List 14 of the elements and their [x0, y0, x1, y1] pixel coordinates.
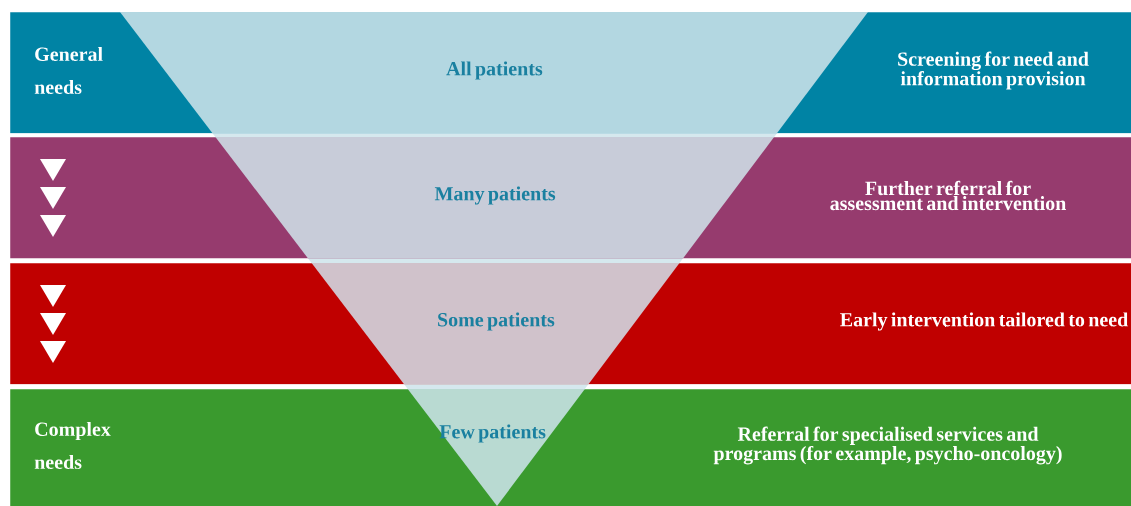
action-text: Referral for specialised services and programs (for example, psycho-oncology): [713, 426, 1062, 465]
band: [10, 137, 1131, 259]
action-text: Early intervention tailored to need: [840, 312, 1129, 331]
patient-count-label: Many patients: [434, 186, 556, 205]
band: [10, 12, 1131, 134]
patient-count-label: Few patients: [439, 424, 546, 443]
need-label: General needs: [34, 46, 103, 94]
patient-count-label: Some patients: [438, 312, 555, 331]
patient-count-label: All patients: [446, 61, 543, 80]
action-text: Screening for need and information provision: [898, 51, 1089, 90]
action-text: Further referral for assessment and intervention: [830, 180, 1067, 211]
band: [10, 389, 1131, 506]
band: [10, 263, 1131, 385]
need-label: Complex needs: [34, 421, 111, 470]
